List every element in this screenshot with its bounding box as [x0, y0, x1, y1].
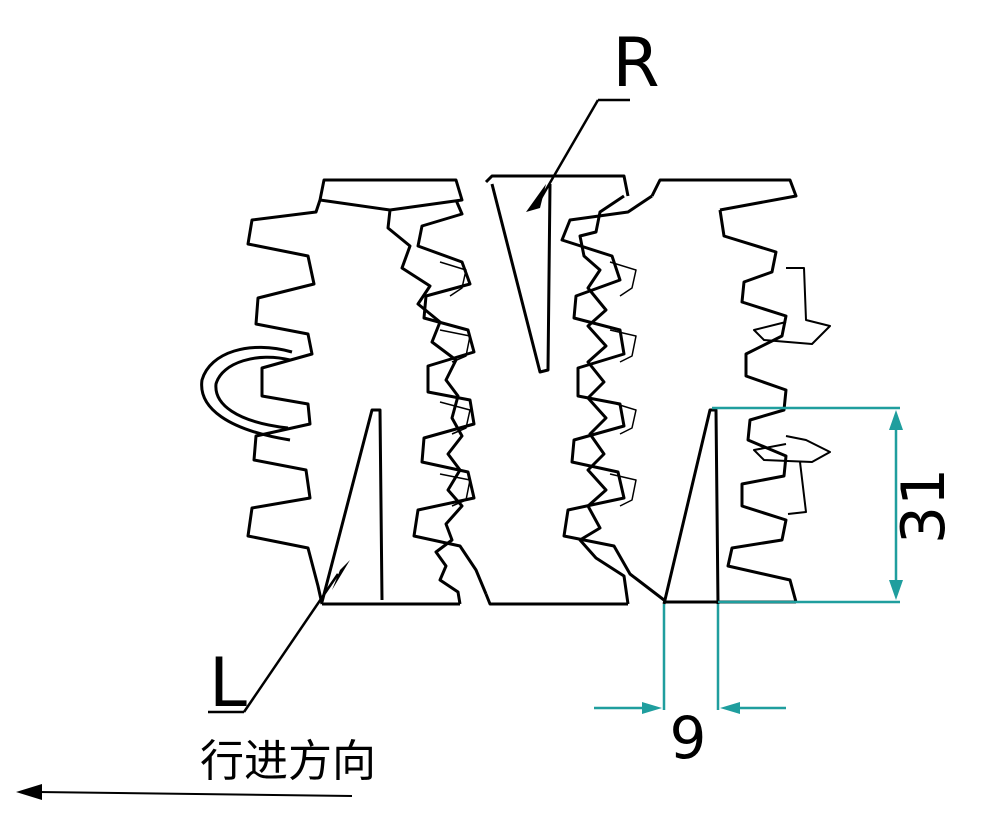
middle-module: [412, 174, 630, 606]
r-leader-arrowhead: [526, 184, 546, 212]
label-travel-direction: 行进方向: [200, 736, 376, 787]
travel-direction-arrow: [16, 784, 353, 800]
right-module-clip-bottom: [753, 435, 831, 515]
middle-module-bottom-bar: [484, 593, 628, 606]
middle-module-left-teeth: [412, 199, 488, 595]
middle-module-right-teeth: [578, 194, 630, 605]
left-module-left-teeth: [246, 199, 324, 605]
left-module-right-teeth: [386, 209, 464, 605]
r-leader-line: [538, 99, 600, 201]
middle-module-top-bar: [484, 174, 630, 197]
label-l: L: [209, 644, 247, 723]
right-module-top-bar: [650, 178, 798, 212]
dim-width-arrow-left: [642, 702, 662, 714]
dim-width-arrow-right: [720, 702, 740, 714]
dimension-lines: [594, 406, 903, 714]
right-module-right-teeth: [718, 209, 798, 603]
right-wedge: [490, 183, 552, 374]
travel-direction-arrowhead: [16, 784, 42, 800]
right-module-wedge: [662, 408, 720, 605]
label-r: R: [612, 24, 659, 103]
left-module: [200, 178, 464, 606]
dimension-width-value: 9: [670, 704, 707, 772]
middle-module-inner-teeth: [439, 261, 471, 507]
left-module-top-bar: [318, 178, 464, 212]
dim-height-arrow-bottom: [889, 580, 903, 600]
left-wedge: [320, 408, 384, 603]
dim-height-arrow-top: [889, 410, 903, 430]
left-module-handle: [200, 345, 293, 442]
leader-lines: [208, 98, 630, 714]
dimension-height-value: 31: [889, 468, 959, 544]
right-module-left-teeth: [560, 194, 665, 602]
l-leader-line: [242, 573, 340, 713]
left-module-handle-inner: [214, 355, 291, 430]
l-leader-arrowhead: [332, 560, 350, 590]
right-module: [560, 178, 831, 605]
right-module-inner-teeth: [609, 261, 637, 507]
right-module-clip-top: [753, 267, 831, 345]
